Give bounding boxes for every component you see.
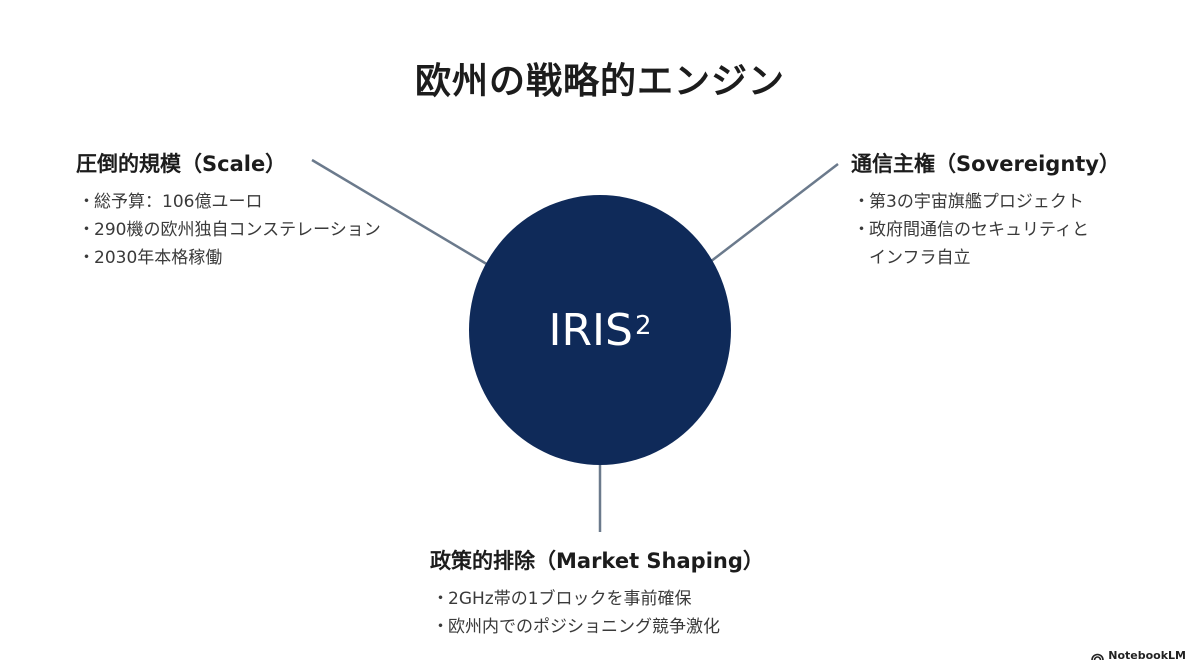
list-item-continuation: インフラ自立 <box>869 248 971 268</box>
node-scale: 圧倒的規模（Scale） ・総予算：106億ユーロ ・290機の欧州独自コンステ… <box>76 148 381 272</box>
node-sovereignty: 通信主権（Sovereignty） ・第3の宇宙旗艦プロジェクト ・政府間通信の… <box>851 148 1120 272</box>
hub-label: IRIS <box>548 304 633 356</box>
list-item: ・第3の宇宙旗艦プロジェクト <box>853 192 1084 212</box>
list-item: ・290機の欧州独自コンステレーション <box>78 220 381 240</box>
notebooklm-logo-icon <box>1091 653 1105 660</box>
connector-sovereignty <box>709 163 839 263</box>
list-item: ・2GHz帯の1ブロックを事前確保 <box>432 589 692 609</box>
list-item: ・欧州内でのポジショニング競争激化 <box>432 617 720 637</box>
node-market-heading: 政策的排除（Market Shaping） <box>430 549 764 573</box>
node-market: 政策的排除（Market Shaping） ・2GHz帯の1ブロックを事前確保 … <box>430 545 764 641</box>
brand-label: NotebookLM <box>1108 649 1186 662</box>
notebooklm-brand: NotebookLM <box>1091 649 1186 662</box>
node-scale-list: ・総予算：106億ユーロ ・290機の欧州独自コンステレーション ・2030年本… <box>76 188 381 272</box>
node-market-list: ・2GHz帯の1ブロックを事前確保 ・欧州内でのポジショニング競争激化 <box>430 585 764 641</box>
list-item: ・2030年本格稼働 <box>78 248 223 268</box>
list-item: ・総予算：106億ユーロ <box>78 192 263 212</box>
node-sovereignty-list: ・第3の宇宙旗艦プロジェクト ・政府間通信のセキュリティと インフラ自立 <box>851 188 1120 272</box>
connector-scale <box>311 158 491 268</box>
node-scale-heading: 圧倒的規模（Scale） <box>76 152 287 176</box>
list-item: ・政府間通信のセキュリティと <box>853 220 1089 240</box>
node-sovereignty-heading: 通信主権（Sovereignty） <box>851 152 1120 176</box>
hub-superscript: 2 <box>634 311 652 341</box>
page-title: 欧州の戦略的エンジン <box>414 61 785 102</box>
